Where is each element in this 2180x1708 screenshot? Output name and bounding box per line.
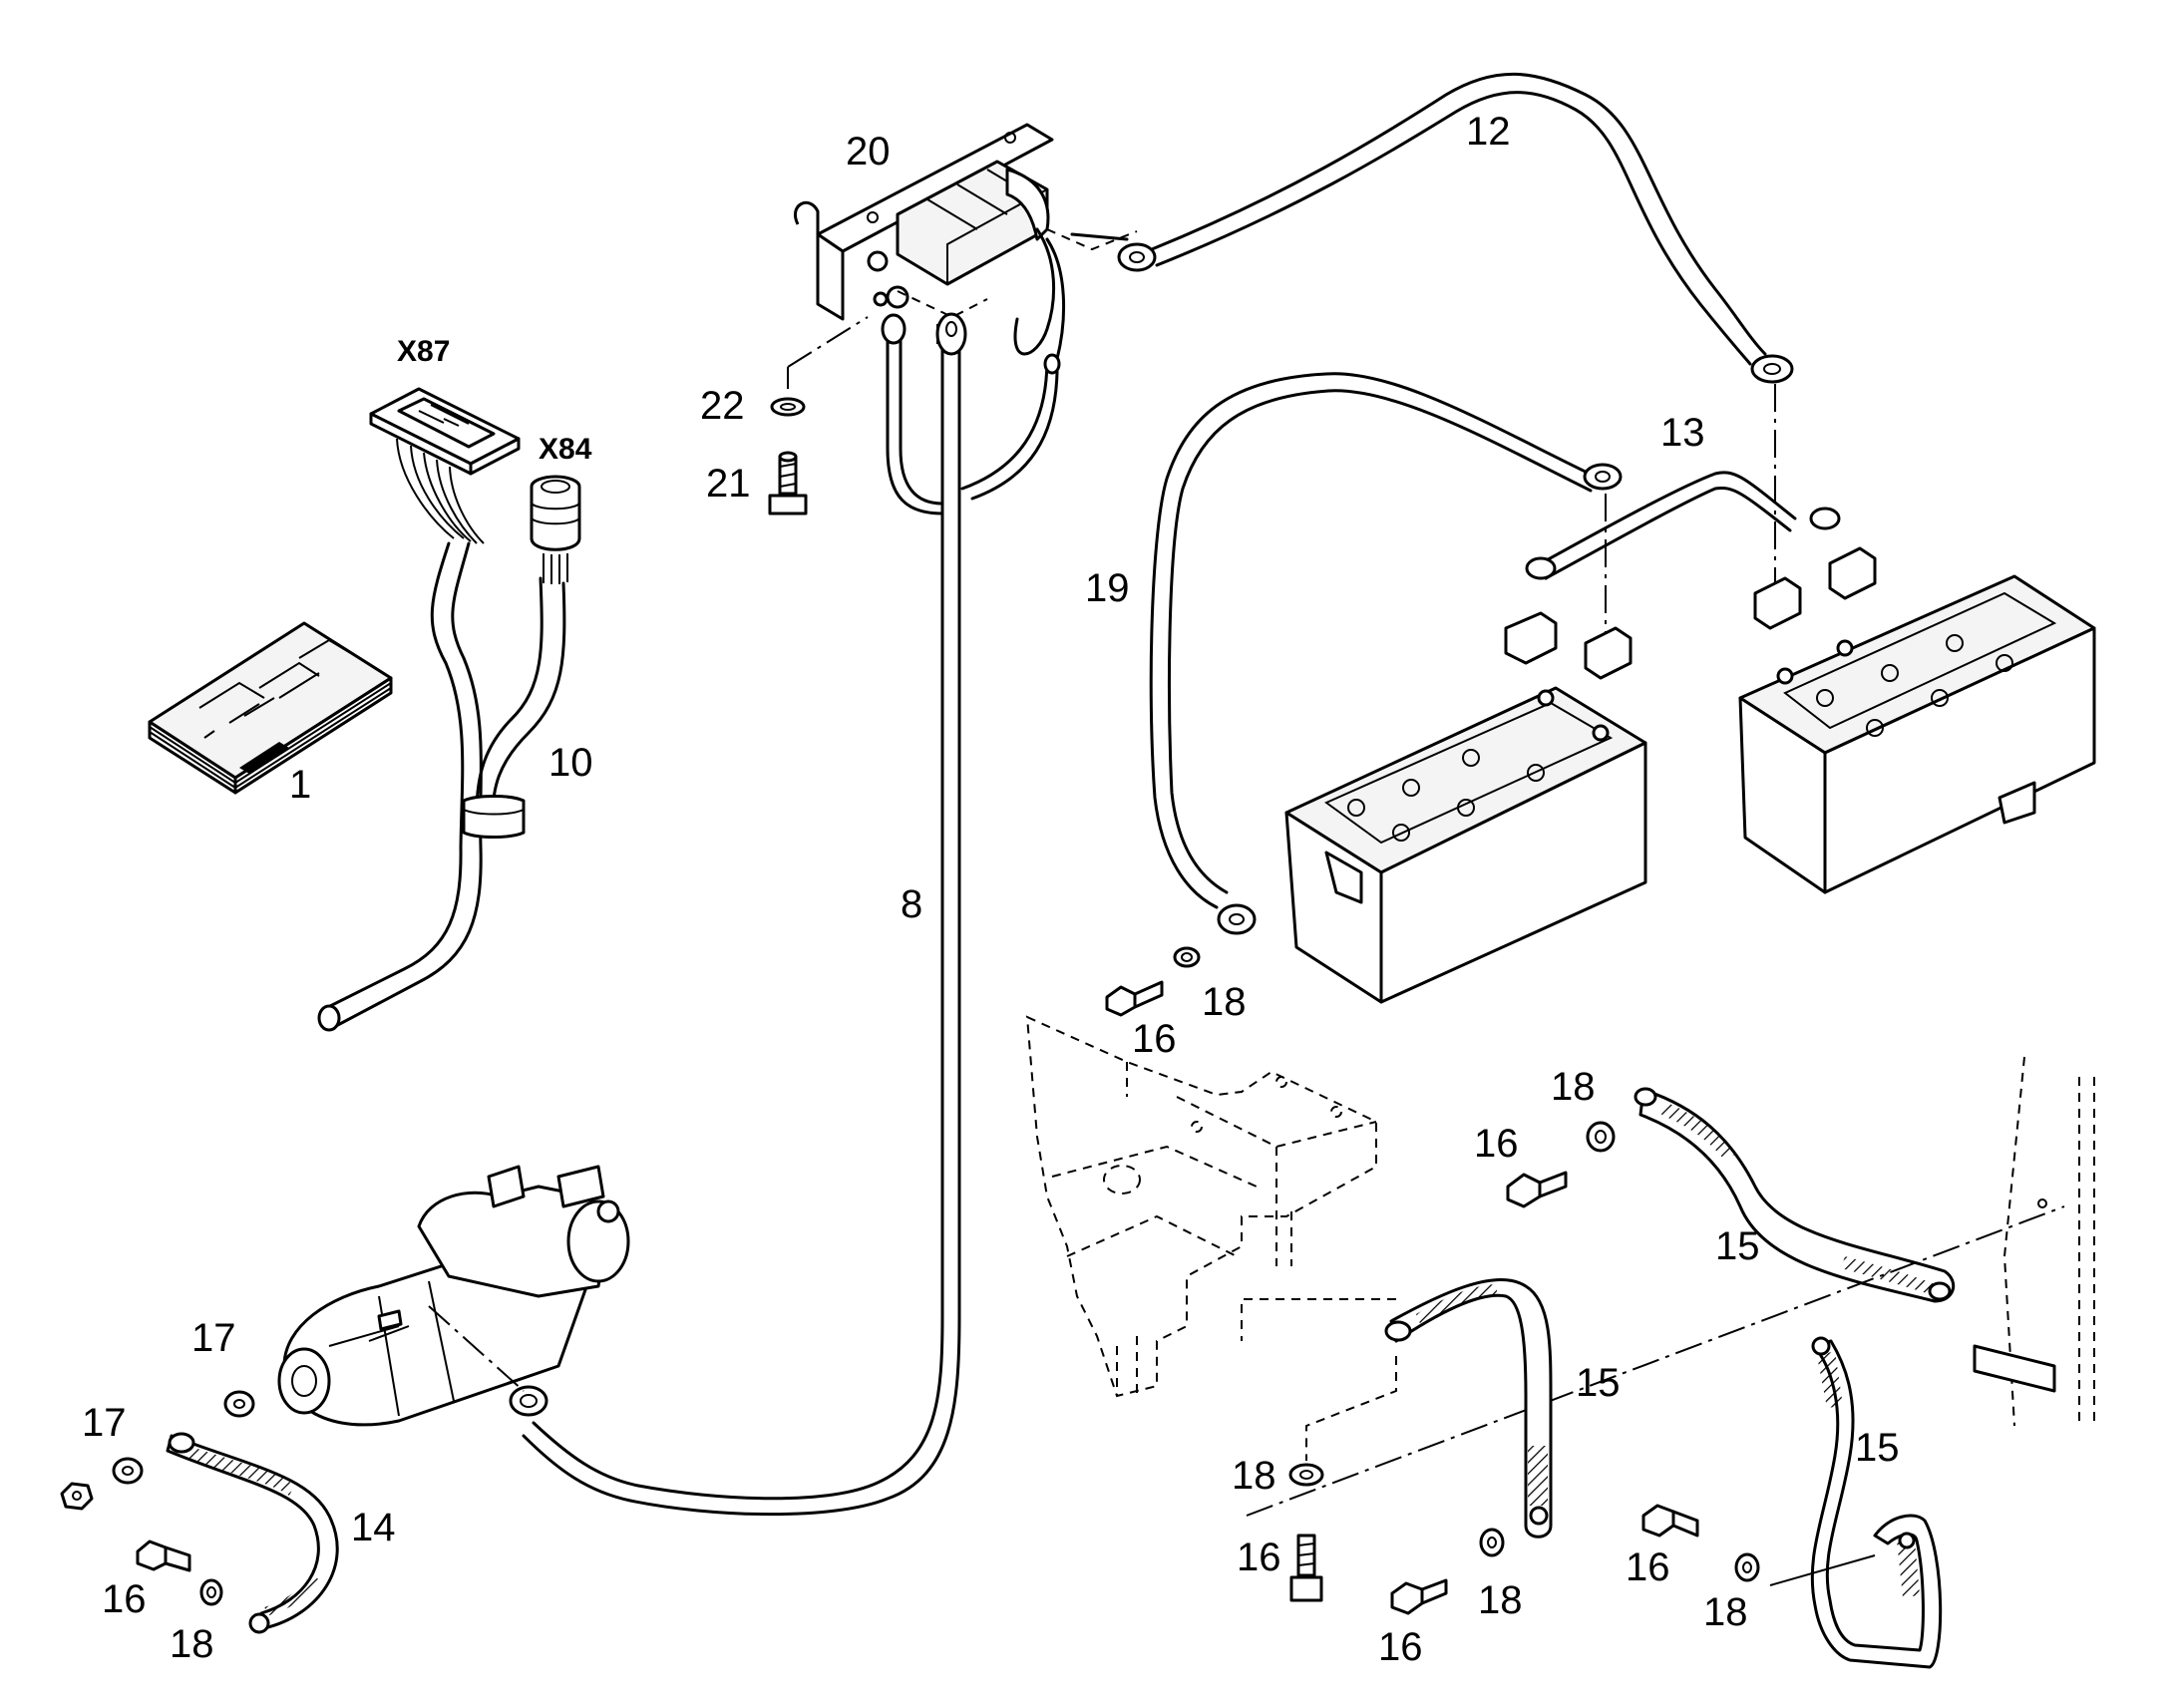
starter-motor	[277, 1165, 630, 1427]
callout-16-middle: 16	[1237, 1536, 1281, 1579]
callout-13: 13	[1660, 411, 1705, 455]
bolt-16-lower-right	[1641, 1504, 1699, 1537]
wiring-diagram-booklet	[148, 621, 393, 795]
washer-18-lower-right	[1734, 1552, 1760, 1582]
callout-22: 22	[700, 384, 745, 428]
callout-18-ground: 18	[1202, 980, 1247, 1024]
callout-20: 20	[846, 130, 891, 173]
washer-17-upper	[223, 1390, 255, 1418]
washer-18-upper	[1586, 1121, 1616, 1153]
connector-label-x84: X84	[539, 433, 592, 466]
callout-10: 10	[548, 741, 593, 785]
battery-left	[1284, 686, 1647, 1004]
bolt-16-starter	[136, 1539, 191, 1572]
nut	[60, 1482, 94, 1511]
callout-18-starter: 18	[170, 1622, 214, 1666]
callout-16-ground: 16	[1132, 1017, 1177, 1061]
bolt-16-upper	[1506, 1171, 1568, 1208]
callout-15-lower: 15	[1855, 1426, 1900, 1470]
callout-8: 8	[901, 882, 922, 926]
callout-19: 19	[1085, 566, 1130, 610]
screw-21	[768, 451, 808, 515]
callout-18-lower-left: 18	[1478, 1578, 1523, 1622]
strap-15-lower	[1810, 1336, 1943, 1669]
battery-switch-bracket	[794, 123, 1138, 515]
frame-bracket-outline	[1025, 1015, 1377, 1398]
callout-12: 12	[1466, 110, 1511, 154]
strap-14	[166, 1432, 339, 1634]
side-frame-outline	[1973, 1056, 2095, 1427]
bolt-16-ground	[1105, 980, 1164, 1017]
washer-17-lower	[112, 1457, 144, 1485]
washer-22	[770, 397, 806, 417]
callout-16-lower-left: 16	[1378, 1625, 1423, 1669]
bolt-16-lower-left	[1390, 1578, 1448, 1615]
connector-label-x87: X87	[397, 335, 450, 368]
callout-1: 1	[289, 763, 311, 807]
washer-18-middle	[1288, 1463, 1324, 1487]
callout-18-lower-right: 18	[1703, 1590, 1748, 1634]
callout-14: 14	[351, 1506, 396, 1549]
washer-18-lower-left	[1479, 1528, 1505, 1557]
callout-15-middle: 15	[1576, 1361, 1621, 1405]
washer-18-starter	[199, 1578, 223, 1606]
callout-18-middle: 18	[1232, 1454, 1276, 1498]
cable-12	[1117, 72, 1794, 384]
callout-21: 21	[706, 462, 751, 506]
callout-16-lower-right: 16	[1626, 1545, 1670, 1589]
wiring-harness	[317, 387, 581, 1032]
callout-17-upper: 17	[191, 1316, 236, 1360]
callout-17-lower: 17	[82, 1401, 127, 1445]
cable-19	[1149, 372, 1623, 935]
washer-18-ground	[1173, 946, 1201, 968]
strap-15-middle	[1384, 1277, 1553, 1538]
cable-8	[509, 312, 967, 1517]
battery-clamp	[1504, 546, 1877, 680]
callout-15-upper: 15	[1715, 1224, 1760, 1268]
cable-13	[1525, 471, 1841, 580]
callout-16-starter: 16	[102, 1577, 147, 1621]
battery-right	[1738, 574, 2096, 894]
strap-15-upper	[1634, 1087, 1956, 1303]
callout-18-upper: 18	[1551, 1065, 1596, 1109]
callout-16-upper: 16	[1474, 1122, 1519, 1166]
bolt-16-middle	[1289, 1534, 1323, 1602]
